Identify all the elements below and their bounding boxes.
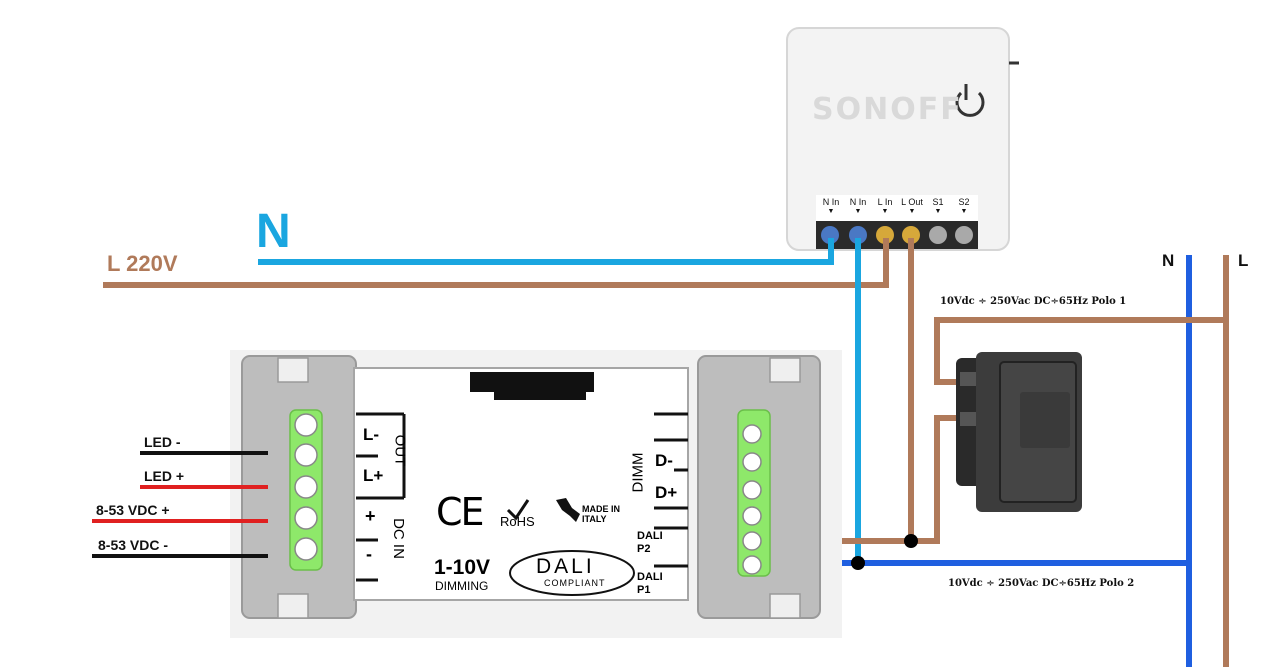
arrow-icon: ▼ bbox=[934, 208, 942, 215]
vdc-minus-label: 8-53 VDC - bbox=[98, 537, 169, 553]
rohs-check-icon bbox=[506, 499, 530, 521]
vdc-plus-label: 8-53 VDC + bbox=[96, 502, 170, 518]
dimming-small-label: DIMMING bbox=[435, 579, 489, 593]
dali-p2-label: DALI P2 bbox=[637, 530, 663, 555]
led-minus-label: LED - bbox=[144, 434, 181, 450]
right-terminal-screws bbox=[742, 424, 762, 575]
out-l-plus: L+ bbox=[363, 466, 384, 485]
dimming-big-label: 1-10V bbox=[434, 556, 491, 579]
arrow-icon: ▼ bbox=[827, 208, 835, 215]
terminal-l-out: L Out bbox=[901, 197, 923, 207]
junction-dot bbox=[851, 556, 865, 570]
sonoff-module bbox=[786, 27, 1019, 251]
rohs-label: RoHS bbox=[500, 514, 535, 529]
dcin-minus: - bbox=[366, 544, 372, 564]
arrow-icon: ▼ bbox=[854, 208, 862, 215]
out-l-minus: L- bbox=[363, 425, 380, 444]
left-terminal-screws bbox=[294, 413, 318, 561]
bus-n-label: N bbox=[1162, 251, 1175, 270]
italy-map-icon bbox=[556, 498, 580, 522]
made-in-italy-label: MADE IN ITALY bbox=[582, 504, 620, 524]
terminal-s2: S2 bbox=[958, 197, 970, 207]
arrow-icon: ▼ bbox=[908, 208, 916, 215]
dcin-plus: + bbox=[365, 506, 376, 526]
dali-compliant-label: COMPLIANT bbox=[544, 578, 606, 588]
sonoff-terminal-screws bbox=[821, 226, 973, 244]
d-plus: D+ bbox=[655, 483, 678, 502]
dali-label: DALI bbox=[536, 555, 595, 578]
power-icon bbox=[955, 84, 985, 117]
dali-p1-label: DALI P1 bbox=[637, 571, 663, 596]
live-220v-label: L 220V bbox=[107, 251, 178, 276]
switch-live-wire bbox=[934, 317, 1226, 385]
terminal-n-in-1: N In bbox=[822, 197, 840, 207]
neutral-label: N bbox=[256, 205, 291, 258]
terminal-l-in: L In bbox=[877, 197, 893, 207]
dali-p2-wire bbox=[783, 415, 962, 544]
sonoff-logo: SONOFF bbox=[812, 92, 963, 127]
polo1-label: 10Vdc ÷ 250Vac DC÷65Hz Polo 1 bbox=[940, 296, 1127, 307]
polo2-label: 10Vdc ÷ 250Vac DC÷65Hz Polo 2 bbox=[948, 578, 1135, 589]
neutral-wire-in bbox=[258, 238, 834, 265]
bus-l-label: L bbox=[1238, 251, 1249, 270]
arrow-icon: ▼ bbox=[881, 208, 889, 215]
led-plus-label: LED + bbox=[144, 468, 185, 484]
ce-mark: CE bbox=[436, 490, 485, 534]
terminal-s1: S1 bbox=[932, 197, 944, 207]
arrow-icon: ▼ bbox=[960, 208, 968, 215]
dcin-title: DC IN bbox=[389, 518, 407, 559]
junction-dot bbox=[904, 534, 918, 548]
terminal-n-in-2: N In bbox=[849, 197, 867, 207]
live-wire-in bbox=[103, 238, 889, 288]
out-title: OUT bbox=[391, 434, 409, 467]
dimm-title: DIMM bbox=[629, 452, 647, 493]
push-button-switch bbox=[956, 352, 1082, 512]
dali-driver bbox=[230, 350, 842, 638]
d-minus: D- bbox=[655, 451, 673, 470]
